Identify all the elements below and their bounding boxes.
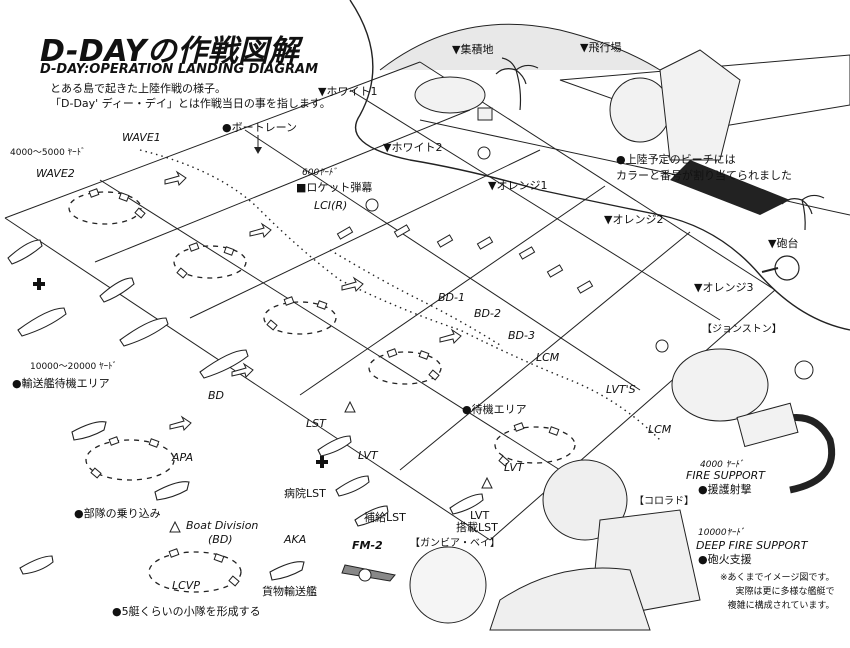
advance-arrows <box>164 170 493 533</box>
apa-label: APA <box>172 451 194 464</box>
page-subtitle: D-DAY:OPERATION LANDING DIAGRAM <box>40 62 319 77</box>
boat-lane-label: ●ボートレーン <box>222 121 298 134</box>
page-title: D-DAYの作戦図解 <box>40 34 300 69</box>
deep-fire-distance: 10000ﾔｰﾄﾞ <box>698 528 745 538</box>
lvts-label: LVT'S <box>606 383 636 396</box>
character-colorado <box>489 459 701 631</box>
fm2-label: FM-2 <box>352 539 383 552</box>
beach-orange-1: ▼オレンジ1 <box>488 179 548 192</box>
footnote-line-1: ※あくまでイメージ図です。 <box>720 573 835 583</box>
beach-note-line-1: ●上陸予定のビーチには <box>616 153 736 166</box>
fire-support-label: FIRE SUPPORT <box>686 469 765 482</box>
supply-lst-label: 補給LST <box>364 511 406 524</box>
character-gambier-bay <box>409 546 487 624</box>
beach-orange-2: ▼オレンジ2 <box>604 213 664 226</box>
footnote-line-3: 複雑に構成されています。 <box>727 600 835 611</box>
boat-division-label: Boat Division <box>186 519 259 532</box>
character-airfield <box>609 49 741 161</box>
airfield-label: ▼飛行場 <box>580 41 622 54</box>
beach-orange-3: ▼オレンジ3 <box>694 281 754 294</box>
lvt-carrier-label-1: LVT <box>470 509 490 522</box>
rocket-distance-label: 600ﾔｰﾄﾞ <box>302 168 338 178</box>
hospital-cross-icon <box>33 278 45 290</box>
bd-1-label: BD-1 <box>438 291 465 304</box>
aka-label: AKA <box>284 533 307 546</box>
wave-2-label: WAVE2 <box>36 167 75 180</box>
bd-3-label: BD-3 <box>508 329 535 342</box>
boarding-label: ●部隊の乗り込み <box>74 507 161 520</box>
formation-label: ●5艇くらいの小隊を形成する <box>112 605 261 618</box>
battery-icon <box>774 255 800 281</box>
lvt-label-2: LVT <box>358 449 378 462</box>
wave-1-label: WAVE1 <box>122 131 161 144</box>
ships <box>7 239 484 581</box>
fire-support-distance: 4000 ﾔｰﾄﾞ <box>700 460 744 470</box>
hospital-cross-icon <box>316 456 328 468</box>
transport-distance-label: 10000～20000 ﾔｰﾄﾞ <box>30 362 118 372</box>
battery-label: ▼砲台 <box>768 237 799 250</box>
lcvp-label: LCVP <box>172 579 200 592</box>
wave-distance-label: 4000～5000 ﾔｰﾄﾞ <box>10 148 86 158</box>
wave-paths <box>139 149 661 441</box>
lci-label: LCI(R) <box>314 199 348 212</box>
character-johnston <box>671 348 799 448</box>
coastline <box>349 0 850 331</box>
gambier-bay-name: 【ガンビア・ベイ】 <box>410 538 500 549</box>
lvt-carrier-label-2: 搭載LST <box>456 521 498 534</box>
intro-line-1: とある島で起きた上陸作戦の様子。 <box>50 82 226 95</box>
beach-note-line-2: カラーと番号が割り当てられました <box>616 168 792 182</box>
landing-craft <box>88 188 560 587</box>
circling-groups <box>68 191 576 593</box>
lcm-label: LCM <box>536 351 560 364</box>
character-staging <box>414 76 493 121</box>
beach-white-1: ▼ホワイト1 <box>318 85 378 98</box>
cargo-ship-label: 貨物輸送艦 <box>262 585 317 598</box>
boat-division-abbr: (BD) <box>208 533 233 546</box>
beach-note: ●上陸予定のビーチには カラーと番号が割り当てられました <box>616 152 792 184</box>
beach-white-2: ▼ホワイト2 <box>383 141 443 154</box>
fire-support-jp-label: ●援護射撃 <box>698 483 752 496</box>
johnston-name: 【ジョンストン】 <box>702 324 782 335</box>
aircraft-fm2 <box>341 564 396 582</box>
colorado-name: 【コロラド】 <box>634 496 694 507</box>
transport-area-label: ●輸送艦待機エリア <box>12 377 110 390</box>
lcm-label-2: LCM <box>648 423 672 436</box>
hospital-lst-label: 病院LST <box>284 487 326 500</box>
staging-area-label: ▼集積地 <box>452 43 494 56</box>
island-hill <box>379 23 661 71</box>
bd-label: BD <box>208 389 225 402</box>
bd-2-label: BD-2 <box>474 307 501 320</box>
lst-label: LST <box>306 417 326 430</box>
fire-support-arrow <box>779 414 836 494</box>
footnote: ※あくまでイメージ図です。 実際は更に多様な艦艇で 複雑に構成されています。 <box>720 572 834 614</box>
explosion-icons <box>365 146 814 380</box>
landing-grid <box>4 61 776 541</box>
lvt-label: LVT <box>504 461 524 474</box>
palm-tree-icon <box>495 57 825 231</box>
deep-fire-support-label: DEEP FIRE SUPPORT <box>696 539 808 552</box>
intro-line-2: 「D-Day' ディー・デイ」とは作戦当日の事を指します。 <box>50 96 331 110</box>
rocket-boats <box>336 224 594 294</box>
deep-fire-jp-label: ●砲火支援 <box>698 553 752 566</box>
intro-text: とある島で起きた上陸作戦の様子。 「D-Day' ディー・デイ」とは作戦当日の事… <box>50 82 331 112</box>
waiting-area-label: ●待機エリア <box>462 403 527 416</box>
rocket-barrage-label: ■ロケット弾幕 <box>296 181 373 194</box>
footnote-line-2: 実際は更に多様な艦艇で <box>735 586 835 597</box>
